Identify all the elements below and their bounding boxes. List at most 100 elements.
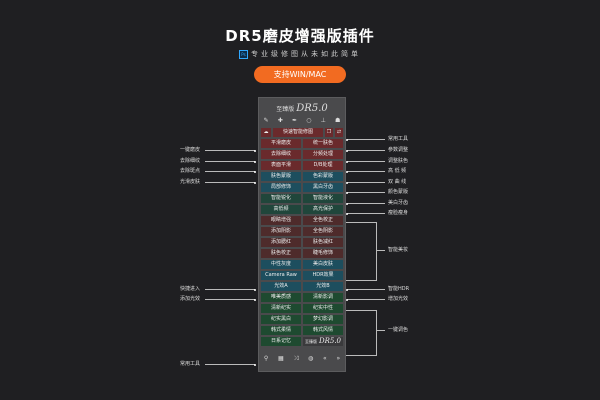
- action-button[interactable]: 全色校正: [303, 216, 343, 225]
- leader-dot: [346, 181, 348, 184]
- action-button[interactable]: 高低频: [261, 205, 301, 214]
- action-button[interactable]: 表面平滑: [261, 161, 301, 170]
- settings-button[interactable]: ⇄: [335, 128, 343, 137]
- action-button[interactable]: 局部修饰: [261, 183, 301, 192]
- leader-line: [377, 250, 385, 251]
- logo-prefix: 至臻版: [304, 339, 317, 344]
- action-button[interactable]: 韩式风情: [303, 326, 343, 335]
- annotation-label: 添加光效: [179, 295, 200, 302]
- action-button[interactable]: 肤色减红: [303, 238, 343, 247]
- annotation-label: 常用工具: [179, 360, 200, 367]
- action-button[interactable]: 智能锐化: [261, 194, 301, 203]
- tool-icons: ✎ ✚ ✒ ○ ⊥ ☗: [259, 117, 345, 125]
- action-button[interactable]: 黑白牙齿: [303, 183, 343, 192]
- action-button[interactable]: Camera Raw: [261, 271, 301, 280]
- leader-line: [205, 299, 255, 300]
- action-button[interactable]: 梦幻影调: [303, 315, 343, 324]
- leader-line: [205, 182, 255, 183]
- page-title: DR5磨皮增强版插件: [225, 27, 375, 45]
- annotation-label: 快捷进入: [179, 285, 200, 292]
- annotation-label: 智能HDR: [388, 285, 410, 292]
- copy-button[interactable]: ❐: [325, 128, 333, 137]
- annotation-label: 一键磨皮: [179, 146, 200, 153]
- annotation-label: 双 曲 线: [388, 178, 407, 185]
- leader-dot: [346, 212, 348, 215]
- leader-line: [347, 182, 385, 183]
- chat-icon[interactable]: ☁: [261, 128, 271, 137]
- layers-icon[interactable]: ◍: [308, 355, 314, 362]
- action-button[interactable]: 光效B: [303, 282, 343, 291]
- stamp-icon[interactable]: ⊥: [320, 117, 326, 124]
- film-icon[interactable]: ▦: [278, 355, 284, 362]
- leader-dot: [346, 202, 348, 205]
- action-button[interactable]: 添加阴影: [261, 227, 301, 236]
- annotation-label: 一键调色: [388, 326, 409, 333]
- shuffle-icon[interactable]: ⤨: [293, 355, 299, 362]
- leader-line: [205, 161, 255, 162]
- action-button[interactable]: HDR效果: [303, 271, 343, 280]
- quick-smart-retouch-button[interactable]: 快速智能修图: [273, 128, 323, 137]
- action-button[interactable]: 美白皮肤: [303, 260, 343, 269]
- leader-dot: [254, 160, 256, 163]
- leader-dot: [254, 181, 256, 184]
- action-button[interactable]: 清新纪实: [261, 304, 301, 313]
- leader-dot: [346, 170, 348, 173]
- action-button[interactable]: 智能液化: [303, 194, 343, 203]
- brush-icon[interactable]: ✎: [263, 117, 269, 124]
- photoshop-icon: Ps: [239, 49, 248, 59]
- back-icon[interactable]: «: [323, 355, 327, 362]
- action-button[interactable]: 肤色蒙版: [261, 172, 301, 181]
- action-button[interactable]: 添加腮红: [261, 238, 301, 247]
- leader-dot: [346, 149, 348, 152]
- action-button[interactable]: 全色阴影: [303, 227, 343, 236]
- action-button[interactable]: 分频处理: [303, 150, 343, 159]
- leader-line: [377, 330, 385, 331]
- action-button[interactable]: 韩式柔情: [261, 326, 301, 335]
- action-button[interactable]: 色彩蒙版: [303, 172, 343, 181]
- action-button[interactable]: 光效A: [261, 282, 301, 291]
- annotation-label: 颜色蒙版: [388, 188, 409, 195]
- action-button[interactable]: 统一肤色: [303, 139, 343, 148]
- logo-text: DR5.0: [296, 103, 328, 114]
- leader-line: [205, 364, 255, 365]
- forward-icon[interactable]: »: [336, 355, 341, 362]
- platform-button[interactable]: 支持WIN/MAC: [254, 66, 346, 83]
- action-button[interactable]: 清新影调: [303, 293, 343, 302]
- leader-line: [347, 192, 385, 193]
- leader-line: [205, 150, 255, 151]
- leader-line: [347, 299, 385, 300]
- annotation-label: 高 低 频: [388, 167, 407, 174]
- action-button[interactable]: 纪实黑白: [261, 315, 301, 324]
- action-button[interactable]: 中性灰度: [261, 260, 301, 269]
- leader-dot: [254, 298, 256, 301]
- person-icon[interactable]: ☗: [335, 117, 341, 124]
- leader-line: [347, 171, 385, 172]
- pen-icon[interactable]: ✒: [291, 117, 298, 124]
- action-button[interactable]: 高光保护: [303, 205, 343, 214]
- action-button[interactable]: 肤色校正: [261, 249, 301, 258]
- leader-dot: [346, 288, 348, 291]
- logo-prefix: 至臻版: [276, 106, 295, 113]
- heal-icon[interactable]: ✚: [277, 117, 283, 124]
- annotation-label: 瘦脸瘦身: [388, 209, 409, 216]
- action-button[interactable]: D/B处理: [303, 161, 343, 170]
- circle-icon[interactable]: ○: [306, 117, 312, 124]
- action-button[interactable]: 睫毛修饰: [303, 249, 343, 258]
- action-button[interactable]: 唯美质感: [261, 293, 301, 302]
- annotation-label: 去除细纹: [179, 157, 200, 164]
- leader-line: [347, 161, 385, 162]
- action-button[interactable]: 纪实中性: [303, 304, 343, 313]
- action-button[interactable]: 去除细纹: [261, 150, 301, 159]
- bottom-toolbar: ⚲ ▦ ⤨ ◍ « »: [259, 354, 345, 363]
- leader-line: [205, 171, 255, 172]
- subtitle-text: 专业级修图从未如此简单: [251, 50, 361, 58]
- annotation-label: 增加光效: [388, 295, 409, 302]
- action-button[interactable]: 平滑磨皮: [261, 139, 301, 148]
- action-button[interactable]: 眼睛增强: [261, 216, 301, 225]
- zoom-icon[interactable]: ⚲: [263, 355, 269, 362]
- action-button[interactable]: 日系记忆: [261, 337, 301, 346]
